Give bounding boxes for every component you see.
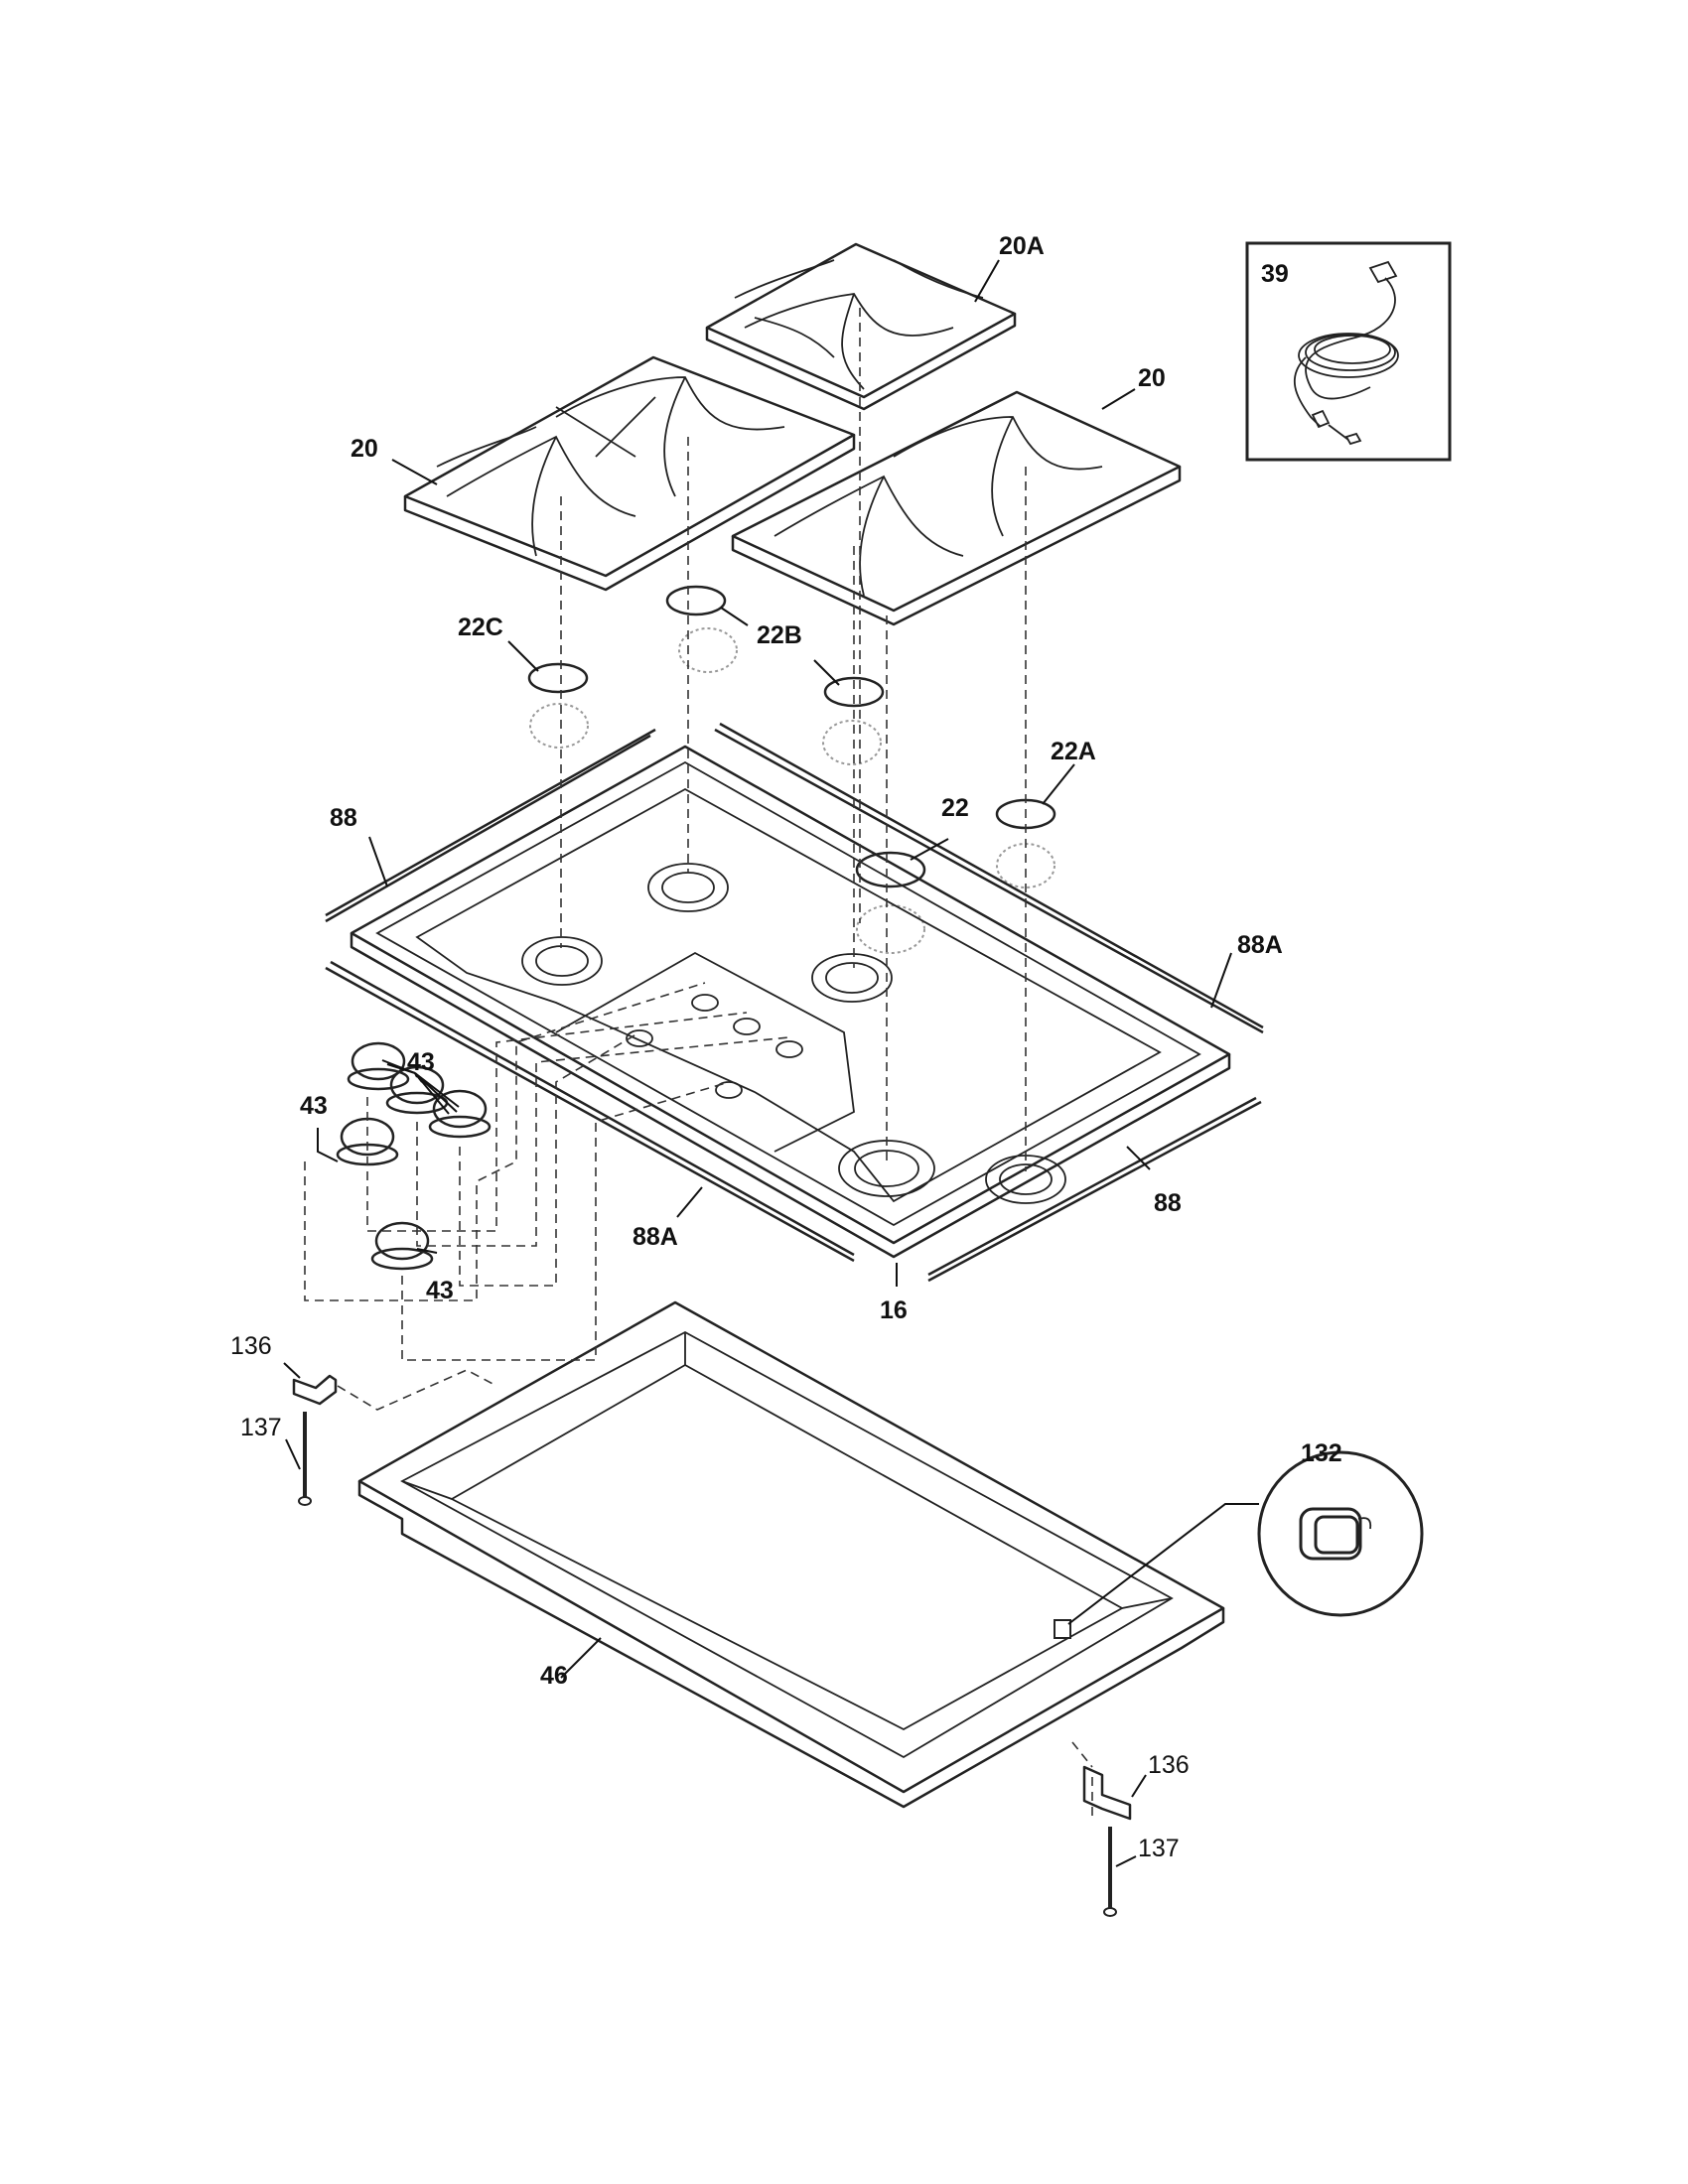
plug-icon [1299, 1507, 1372, 1561]
callout-43-left: 43 [300, 1092, 328, 1120]
callout-88a-bottom: 88A [633, 1223, 678, 1251]
burner-port [811, 953, 893, 1003]
leader-lines [283, 259, 1259, 1867]
callout-43-center: 43 [407, 1048, 435, 1076]
callout-88-bottom: 88 [1154, 1189, 1182, 1217]
power-cord-icon [1294, 260, 1399, 446]
callout-20-right: 20 [1138, 364, 1166, 392]
burner-box-46 [357, 1300, 1225, 1809]
callout-labels: 20A 20 20 39 22C 22B 22A 22 88 88A 43 43… [230, 232, 1342, 1862]
screw-137-left-part [298, 1412, 312, 1506]
callout-20-left: 20 [351, 435, 378, 463]
igniter-plug [1054, 1619, 1071, 1639]
burner-cap-22c [527, 662, 589, 749]
callout-22a: 22A [1051, 738, 1096, 765]
plug-132-detail [1054, 1450, 1424, 1639]
burner-port [521, 936, 603, 986]
power-cord-inset [1245, 241, 1452, 462]
callout-43-bottom: 43 [426, 1277, 454, 1304]
callout-136-left: 136 [230, 1332, 272, 1360]
knob-holes [626, 994, 803, 1099]
callout-22b: 22B [757, 621, 802, 649]
callout-88a-right: 88A [1237, 931, 1283, 959]
grate-20-left [403, 355, 856, 592]
bracket-136-right-part [1082, 1765, 1132, 1821]
callout-16: 16 [880, 1297, 908, 1324]
callout-20a: 20A [999, 232, 1045, 260]
assembly-lines [304, 308, 1093, 1822]
callout-88-top: 88 [330, 804, 357, 832]
knob [370, 1221, 434, 1271]
burner-port [985, 1155, 1066, 1204]
burner-cap-22b-small [822, 676, 885, 765]
control-knobs [336, 1041, 492, 1271]
callout-46: 46 [540, 1662, 568, 1690]
knob [347, 1041, 410, 1091]
callout-39: 39 [1261, 260, 1289, 288]
burner-port [838, 1140, 935, 1197]
cooktop-16 [350, 745, 1231, 1259]
callout-136-right: 136 [1148, 1751, 1190, 1779]
grate-20-right [731, 390, 1182, 626]
burner-cap-22 [855, 851, 926, 954]
screw-137-right-part [1103, 1827, 1117, 1917]
callout-137-left: 137 [240, 1414, 282, 1441]
trim-strips [325, 722, 1264, 1283]
burner-cap-22b [665, 585, 738, 673]
callout-22: 22 [941, 794, 969, 822]
callout-22c: 22C [458, 614, 503, 641]
grate-20a [705, 242, 1017, 411]
callout-132: 132 [1301, 1439, 1342, 1467]
callout-137-right: 137 [1138, 1835, 1180, 1862]
knob [428, 1089, 492, 1139]
bracket-136-left-part [292, 1374, 338, 1406]
